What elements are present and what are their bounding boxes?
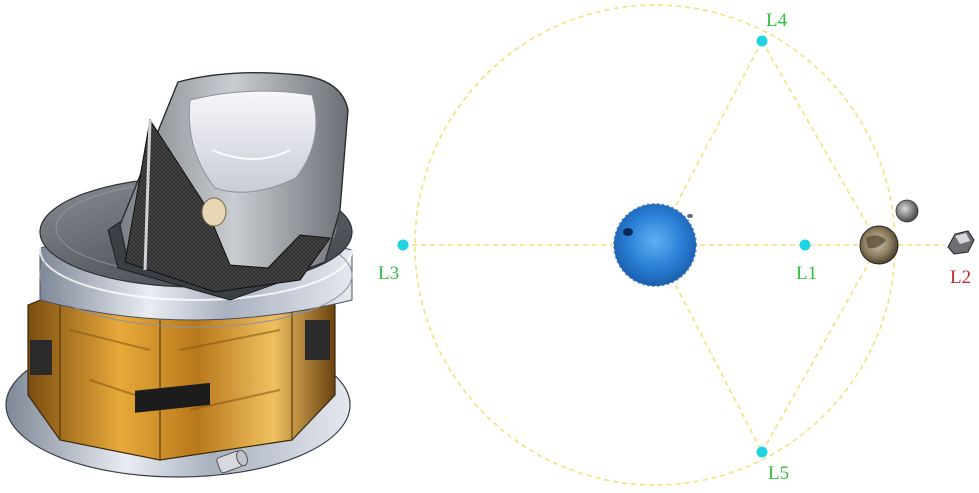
l5-point bbox=[756, 446, 768, 458]
l3-point bbox=[397, 239, 409, 251]
guide-l4-earth bbox=[761, 40, 880, 246]
l1-label: L1 bbox=[796, 263, 817, 284]
service-module bbox=[27, 284, 336, 461]
earth bbox=[859, 225, 899, 265]
lagrange-diagram: L1 L2 L3 L4 L5 bbox=[378, 4, 975, 486]
mesh-baffle bbox=[124, 118, 331, 293]
l5-label: L5 bbox=[768, 463, 789, 484]
secondary-mirror bbox=[201, 197, 227, 227]
radiator-panel bbox=[135, 382, 210, 413]
l4-label: L4 bbox=[766, 10, 788, 31]
spacecraft-illustration bbox=[5, 71, 353, 478]
l2-label: L2 bbox=[950, 267, 971, 288]
moon bbox=[895, 199, 919, 223]
spacecraft-at-l2 bbox=[947, 230, 975, 255]
l3-label: L3 bbox=[378, 263, 399, 284]
sun bbox=[613, 203, 697, 287]
l4-point bbox=[756, 35, 768, 47]
thruster bbox=[216, 449, 248, 474]
l1-point bbox=[799, 239, 811, 251]
guide-l5-earth bbox=[761, 244, 880, 453]
primary-mirror bbox=[188, 90, 317, 193]
